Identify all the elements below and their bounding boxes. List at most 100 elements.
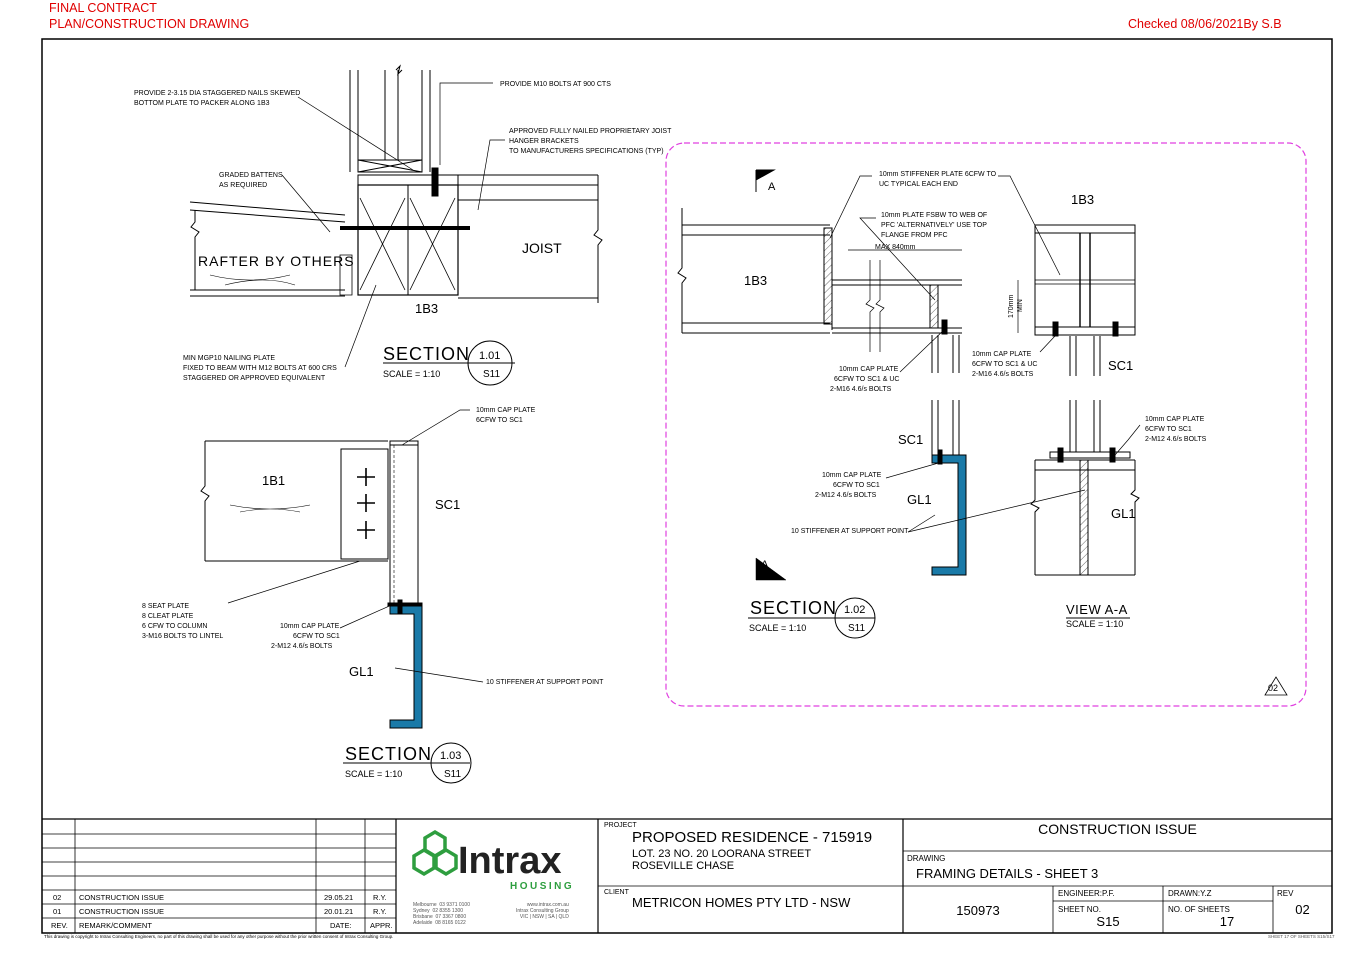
note-nails-2: BOTTOM PLATE TO PACKER ALONG 1B3 <box>134 100 270 107</box>
note-170-min-2: MIN <box>1017 299 1024 312</box>
section-1-03-number: 1.03 <box>440 750 461 762</box>
note-stiff-2: UC TYPICAL EACH END <box>879 181 958 188</box>
note-battens-1: GRADED BATTENS <box>219 172 283 179</box>
section-1-01-scale: SCALE = 1:10 <box>383 369 440 379</box>
label-gl1-view: GL1 <box>1111 506 1136 521</box>
project-address-1: LOT. 23 NO. 20 LOORANA STREET <box>632 848 812 860</box>
revision-row: 02 CONSTRUCTION ISSUE 29.05.21 R.Y. <box>44 891 396 905</box>
label-gl1-102: GL1 <box>907 492 932 507</box>
drawing-label: DRAWING <box>907 854 946 863</box>
sheets-label: NO. OF SHEETS <box>1168 905 1230 914</box>
rev-header-rev: REV. <box>51 921 68 930</box>
sheet-no: S15 <box>1096 914 1120 929</box>
logo-offices: Melbourne 03 9371 0100 Sydney 02 8355 13… <box>413 902 470 926</box>
note-capR-1: 10mm CAP PLATE <box>972 351 1032 358</box>
view-a-a-title: VIEW A-A <box>1066 602 1128 617</box>
stamp-plan-construction: PLAN/CONSTRUCTION DRAWING <box>49 17 250 31</box>
note-hanger-1: APPROVED FULLY NAILED PROPRIETARY JOIST <box>509 128 672 135</box>
logo-name: Intrax <box>458 840 561 882</box>
rev-number: 02 <box>53 893 62 902</box>
label-1b3-section: 1B3 <box>1071 192 1094 207</box>
label-sc1-102: SC1 <box>898 432 923 447</box>
rev-appr: R.Y. <box>373 907 387 916</box>
intrax-logo-mark <box>412 829 458 877</box>
section-1-01-detail <box>189 64 603 386</box>
job-number: 150973 <box>956 903 1000 918</box>
note-cap-bot-1: 10mm CAP PLATE <box>280 623 340 630</box>
rev-remark: CONSTRUCTION ISSUE <box>79 907 165 916</box>
note-seat-2: 8 CLEAT PLATE <box>142 613 194 620</box>
footer-ref: SHEET 17 OF SHEETS S15/S17 <box>1268 934 1335 939</box>
section-mark-a-top: A <box>768 181 776 193</box>
note-170-min-1: 170mm <box>1008 294 1015 318</box>
rev-number: 01 <box>53 907 62 916</box>
client-label: CLIENT <box>604 889 629 896</box>
rev-header-date: DATE: <box>330 921 352 930</box>
project-title: PROPOSED RESIDENCE - 715919 <box>632 829 873 846</box>
note-capL-1: 10mm CAP PLATE <box>839 366 899 373</box>
section-1-02-sheet: S11 <box>848 623 865 634</box>
note-seat-1: 8 SEAT PLATE <box>142 603 189 610</box>
note-fsbw-1: 10mm PLATE FSBW TO WEB OF <box>881 212 987 219</box>
section-1-03-scale: SCALE = 1:10 <box>345 769 402 779</box>
revision-tag: 02 <box>1268 683 1278 693</box>
drawing-title: FRAMING DETAILS - SHEET 3 <box>916 866 1099 881</box>
revision-cloud <box>665 142 1307 707</box>
note-max-840: MAX 840mm <box>875 244 916 251</box>
rev-date: 29.05.21 <box>324 893 354 902</box>
stamp-final-contract: FINAL CONTRACT <box>49 1 157 15</box>
note-cap-top-1: 10mm CAP PLATE <box>476 407 536 414</box>
note-fsbw-3: FLANGE FROM PFC <box>881 232 948 239</box>
label-1b1: 1B1 <box>262 473 285 488</box>
label-rafter: RAFTER BY OTHERS <box>198 253 355 269</box>
title-block-grid <box>42 819 1332 933</box>
label-sc1-103: SC1 <box>435 497 460 512</box>
section-1-02-number: 1.02 <box>844 604 865 616</box>
rev-header-appr: APPR. <box>370 921 393 930</box>
note-fsbw-2: PFC 'ALTERNATIVELY' USE TOP <box>881 222 987 229</box>
section-1-01-sheet: S11 <box>483 369 500 380</box>
note-capV-2: 6CFW TO SC1 <box>1145 426 1192 433</box>
section-1-02-scale: SCALE = 1:10 <box>749 623 806 633</box>
note-hanger-3: TO MANUFACTURERS SPECIFICATIONS (TYP) <box>509 148 664 155</box>
note-capG-2: 6CFW TO SC1 <box>833 482 880 489</box>
note-cap-top-2: 6CFW TO SC1 <box>476 417 523 424</box>
section-1-03-sheet: S11 <box>444 769 461 780</box>
section-1-03-title: SECTION <box>345 744 432 764</box>
client-name: METRICON HOMES PTY LTD - NSW <box>632 895 851 910</box>
note-m10-bolts: PROVIDE M10 BOLTS AT 900 CTS <box>500 81 611 88</box>
note-stiff-1: 10mm STIFFENER PLATE 6CFW TO <box>879 171 997 178</box>
section-1-01-number: 1.01 <box>479 350 500 362</box>
logo-sub: HOUSING <box>510 881 574 892</box>
note-capR-3: 2-M16 4.6/s BOLTS <box>972 371 1034 378</box>
rev-appr: R.Y. <box>373 893 387 902</box>
section-1-01-title: SECTION <box>383 344 470 364</box>
label-gl1-103: GL1 <box>349 664 374 679</box>
rev-label: REV <box>1277 889 1294 898</box>
note-nailing-2: FIXED TO BEAM WITH M12 BOLTS AT 600 CRS <box>183 365 337 372</box>
note-capG-3: 2-M12 4.6/s BOLTS <box>815 492 877 499</box>
sheets-count: 17 <box>1219 914 1235 929</box>
revision-header-row: REV. REMARK/COMMENT DATE: APPR. <box>44 919 396 933</box>
copyright-note: This drawing is copyright to Intrax Cons… <box>44 934 394 939</box>
view-a-a-scale: SCALE = 1:10 <box>1066 619 1123 629</box>
note-seat-3: 6 CFW TO COLUMN <box>142 623 207 630</box>
rev-date: 20.01.21 <box>324 907 354 916</box>
logo-company: www.intrax.com.au Intrax Consulting Grou… <box>516 902 569 920</box>
note-stiffener-103: 10 STIFFENER AT SUPPORT POINT <box>486 679 604 686</box>
intrax-logo <box>412 829 458 877</box>
label-joist: JOIST <box>522 240 562 256</box>
section-mark-a-bottom: A <box>761 559 769 571</box>
note-cap-bot-3: 2-M12 4.6/s BOLTS <box>271 643 333 650</box>
engineer: ENGINEER:P.F. <box>1058 889 1115 898</box>
label-sc1-section: SC1 <box>1108 358 1133 373</box>
note-cap-bot-2: 6CFW TO SC1 <box>293 633 340 640</box>
rev-value: 02 <box>1295 902 1310 917</box>
note-nailing-3: STAGGERED OR APPROVED EQUIVALENT <box>183 375 326 382</box>
note-nails-1: PROVIDE 2-3.15 DIA STAGGERED NAILS SKEWE… <box>134 90 300 97</box>
note-capV-3: 2-M12 4.6/s BOLTS <box>1145 436 1207 443</box>
note-capL-2: 6CFW TO SC1 & UC <box>834 376 899 383</box>
rev-remark: CONSTRUCTION ISSUE <box>79 893 165 902</box>
note-capG-1: 10mm CAP PLATE <box>822 472 882 479</box>
